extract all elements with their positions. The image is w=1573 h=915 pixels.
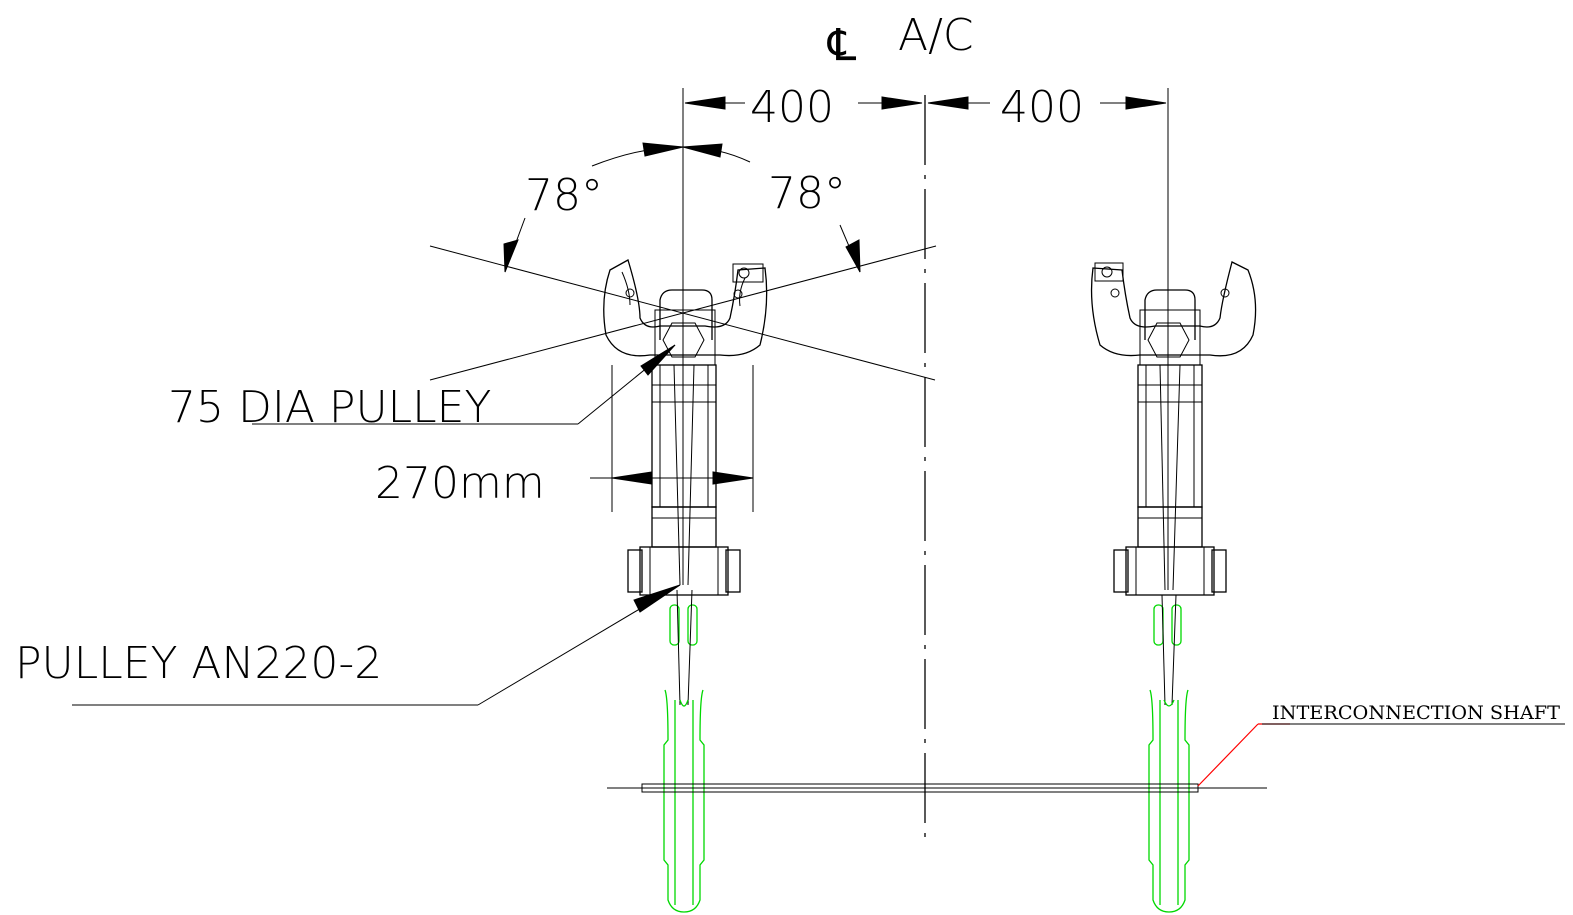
centerline-label: A/C: [898, 10, 974, 61]
right-an220-pulley-b: [1171, 604, 1182, 646]
left-yoke: [603, 259, 768, 357]
right-yoke: [1090, 261, 1257, 357]
left-large-pulley: [663, 689, 705, 913]
callout-pulley-dia: 75 DIA PULLEY: [168, 344, 676, 433]
left-an220-pulley-a: [669, 604, 680, 646]
interconnection-shaft: [607, 783, 1267, 793]
right-an220-pulley-a: [1153, 604, 1164, 646]
width-label: 270mm: [375, 458, 545, 509]
left-an220-pulley-b: [687, 604, 698, 646]
angle-right-value: 78°: [768, 168, 846, 219]
callout-pulley-part: PULLEY AN220-2: [15, 584, 681, 706]
shaft-label: INTERCONNECTION SHAFT: [1272, 702, 1560, 724]
left-control-column: [590, 259, 768, 913]
callout-shaft: INTERCONNECTION SHAFT: [1197, 702, 1565, 787]
angle-dimension: 78° 78°: [429, 142, 937, 381]
centerline-symbol: ℄: [827, 20, 857, 71]
pulley-part-label: PULLEY AN220-2: [15, 638, 382, 689]
offset-dimension-right: 400: [927, 82, 1167, 133]
angle-left-value: 78°: [525, 170, 603, 221]
right-large-pulley: [1148, 689, 1190, 913]
offset-left-value: 400: [750, 82, 834, 133]
right-control-column: [1090, 261, 1257, 913]
callout-width: 270mm: [375, 458, 545, 509]
offset-right-value: 400: [1000, 82, 1084, 133]
right-hub-pulley: [1147, 322, 1190, 358]
offset-dimension-left: 400: [684, 82, 923, 133]
pulley-dia-label: 75 DIA PULLEY: [168, 382, 491, 433]
left-hub-pulley: [662, 322, 705, 358]
